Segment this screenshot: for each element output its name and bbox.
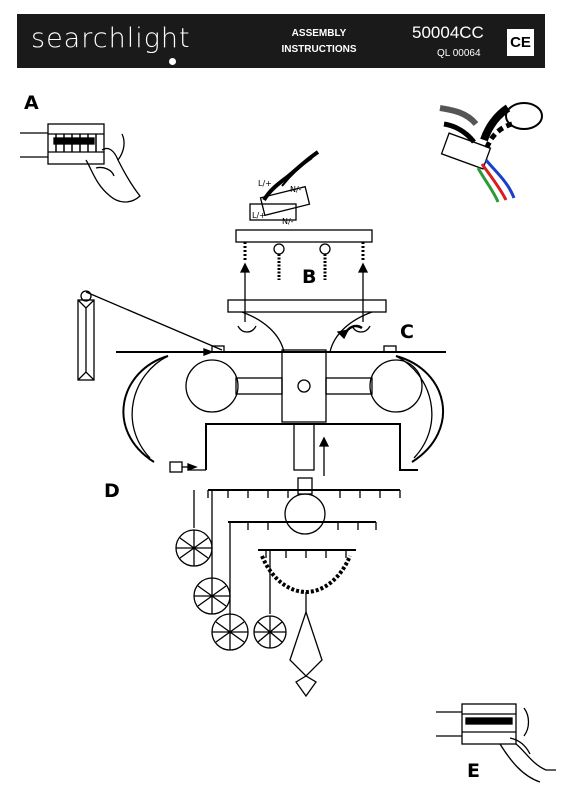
ql-code: QL 00064 [437,48,481,59]
document-title-line2: INSTRUCTIONS [281,44,357,55]
step-c-label: C [400,321,414,343]
pendant-crystal-hook [77,290,223,381]
step-e-label: E [467,760,480,782]
step-d-label: D [104,480,120,502]
wire-label-live-top: L/+ [258,179,272,188]
step-b-label: B [302,266,317,288]
header-bar: searchlight ASSEMBLY INSTRUCTIONS 50004C… [17,14,545,68]
main-frame [116,345,446,476]
brand-logo-dot [169,58,176,65]
brand-logo: searchlight [31,23,191,54]
taped-wires-illustration [439,102,543,203]
step-a-label: A [24,92,39,114]
wire-label-live-bottom: L/+ [252,211,266,220]
ce-mark: CE [507,29,534,56]
crystal-rails-and-drops [175,477,401,698]
step-a-terminal-illustration [20,123,141,203]
document-title-line1: ASSEMBLY [291,28,347,39]
step-b-ceiling-plate [235,150,373,322]
wire-label-neutral-top: N/- [290,185,302,194]
canopy [227,299,387,353]
step-e-terminal-illustration [436,703,556,783]
wire-label-neutral-bottom: N/- [282,217,294,226]
document-title: ASSEMBLY INSTRUCTIONS [259,26,379,58]
product-code: 50004CC [412,23,484,42]
